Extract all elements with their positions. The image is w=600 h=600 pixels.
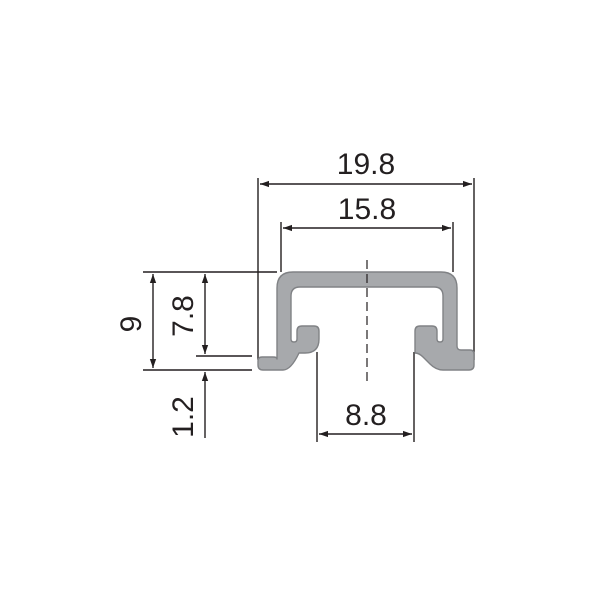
dim-overall-width-label: 19.8 — [337, 148, 395, 181]
dim-slot-width-label: 8.8 — [345, 399, 387, 432]
rail-profile-shape — [257, 271, 475, 371]
dim-inner-height-label: 7.8 — [167, 295, 200, 337]
dimension-labels: 19.8 15.8 8.8 9 7.8 1.2 — [115, 148, 396, 438]
dim-inner-width-label: 15.8 — [338, 193, 396, 226]
dim-flange-thickness-label: 1.2 — [167, 396, 200, 438]
dimension-lines — [149, 180, 472, 438]
extension-lines — [143, 178, 475, 442]
rail-profile — [257, 271, 475, 371]
dim-overall-height-label: 9 — [115, 316, 148, 333]
